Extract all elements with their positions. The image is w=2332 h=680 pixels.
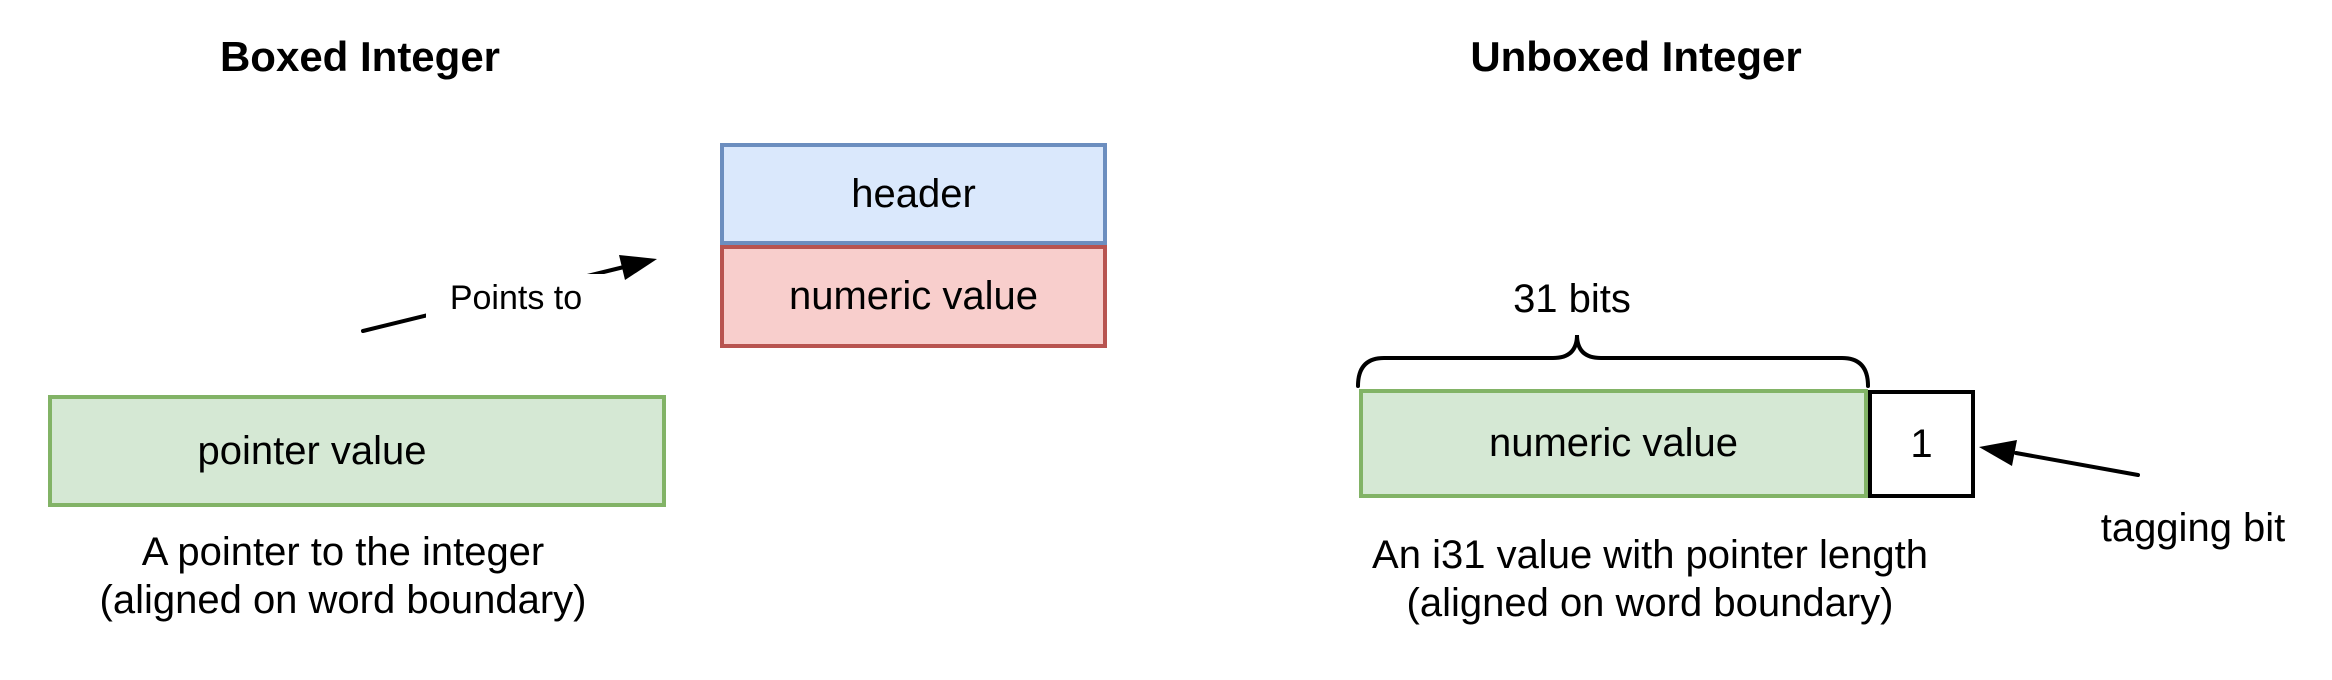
boxed-caption-line2: (aligned on word boundary) (99, 578, 587, 622)
boxed-integer-title: Boxed Integer (219, 33, 501, 80)
unboxed-caption-line1: An i31 value with pointer length (1372, 533, 1928, 577)
curly-brace-31-bits (1356, 334, 1870, 388)
header-cell: header (720, 143, 1107, 245)
unboxed-integer-title: Unboxed Integer (1470, 33, 1802, 80)
boxed-caption-line1: A pointer to the integer (141, 530, 545, 574)
boxed-numeric-value-label: numeric value (788, 274, 1038, 318)
header-cell-label: header (851, 171, 976, 216)
tagging-bit-label: tagging bit (2100, 506, 2286, 550)
boxed-numeric-value-cell: numeric value (720, 245, 1107, 348)
unboxed-numeric-value-cell: numeric value (1359, 389, 1868, 498)
unboxed-caption-line2: (aligned on word boundary) (1406, 581, 1894, 625)
pointer-value-label: pointer value (197, 428, 427, 473)
boxed-caption: A pointer to the integer (aligned on wor… (43, 528, 643, 624)
tagging-bit-cell: 1 (1868, 390, 1975, 498)
unboxed-caption: An i31 value with pointer length (aligne… (1345, 531, 1955, 627)
points-to-label: Points to (426, 274, 606, 322)
tagging-bit-value: 1 (1910, 421, 1933, 466)
tagging-bit-arrow (1979, 440, 2140, 477)
pointer-value-cell: pointer value (48, 395, 666, 507)
unboxed-numeric-value-label: numeric value (1488, 421, 1738, 465)
bits-count-label: 31 bits (1513, 277, 1631, 321)
